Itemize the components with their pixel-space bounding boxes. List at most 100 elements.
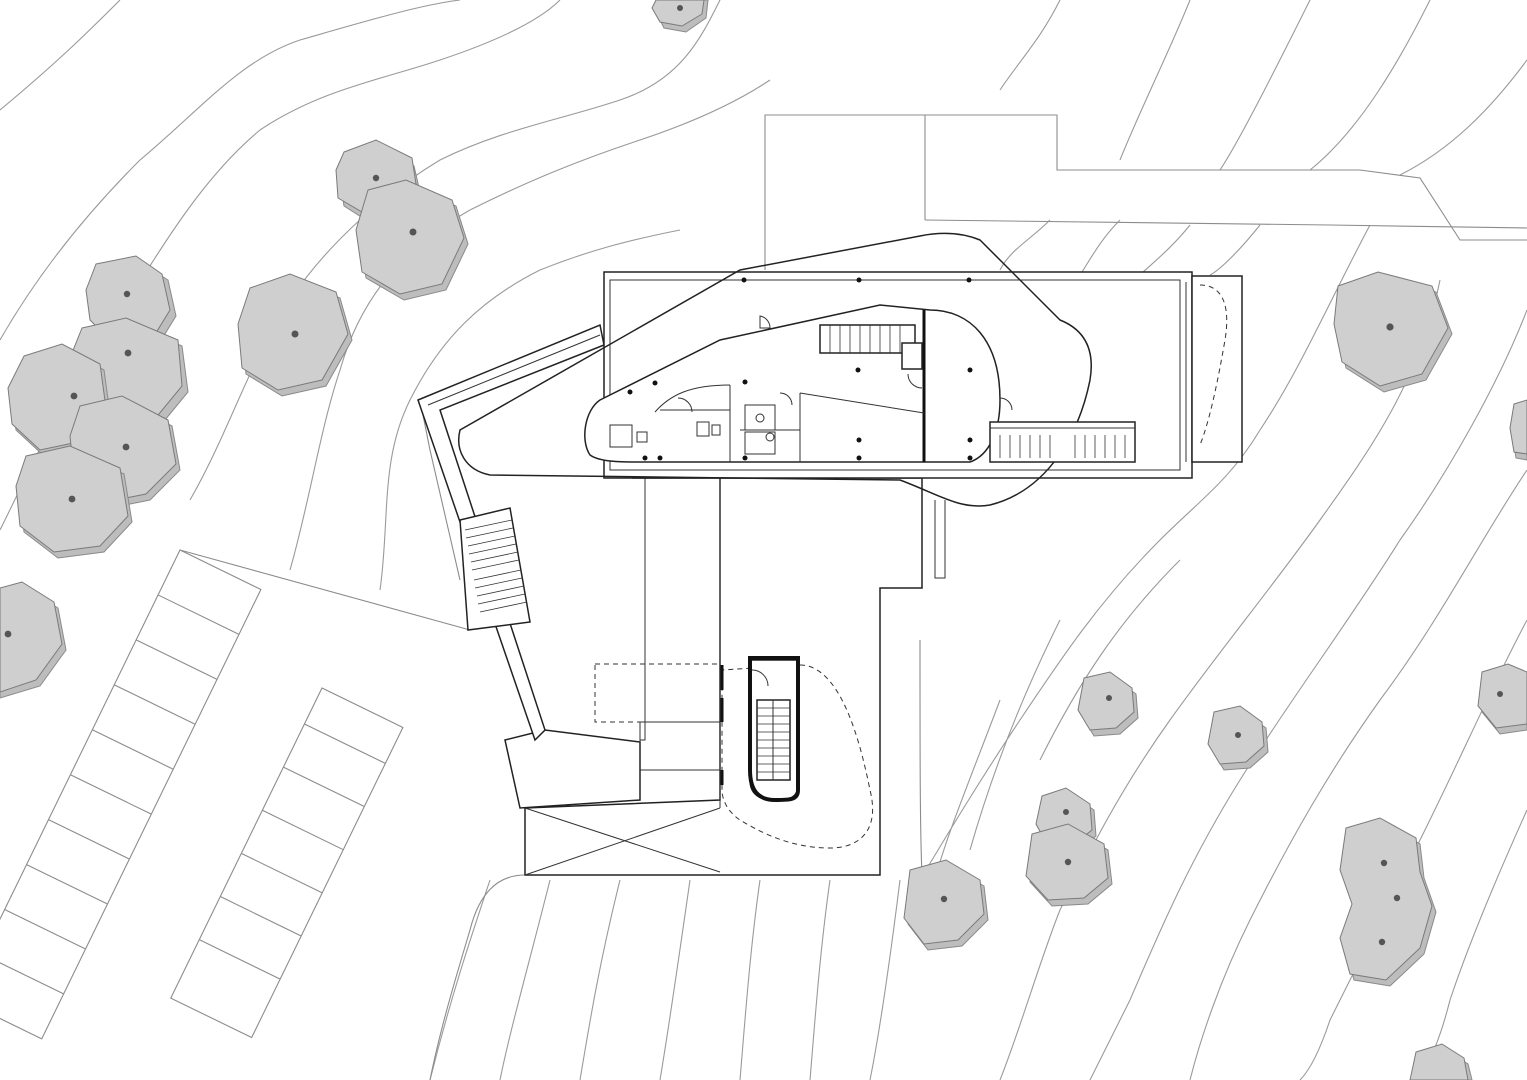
exterior-stair (459, 507, 531, 631)
lower-path-edge (919, 639, 923, 876)
core-stair-treads (757, 707, 790, 773)
tree (0, 581, 67, 699)
column (642, 455, 648, 461)
parking-stall-line (70, 774, 152, 815)
door-swing (677, 397, 693, 413)
toilet-fixture (755, 413, 765, 423)
canopy-outline (594, 663, 721, 723)
column (966, 277, 972, 283)
door-swing (759, 315, 771, 329)
plot-boundary (179, 549, 471, 631)
stair-core (720, 656, 874, 849)
parking-stall-line (0, 953, 64, 995)
access-road-edge (764, 114, 926, 270)
core-canopy (721, 664, 874, 849)
toilet-stall (744, 431, 776, 455)
parking-stall-line (135, 639, 218, 680)
access-road-edge (925, 114, 1527, 241)
column (967, 367, 973, 373)
tree (651, 0, 709, 33)
toilet-stall (744, 404, 776, 431)
contour-line (659, 879, 691, 1080)
door-swing (779, 392, 793, 406)
access-road-edge (924, 219, 1527, 229)
podium-inner-edge (639, 478, 720, 771)
cabinet (636, 431, 648, 443)
cabinet (609, 424, 633, 448)
column (856, 455, 862, 461)
wing-outline (417, 323, 605, 742)
tree (1409, 1043, 1473, 1080)
contour-line (809, 879, 831, 1080)
parking-stall-line (114, 684, 196, 725)
desk (696, 421, 710, 437)
building-podium (504, 477, 946, 876)
parking-area-left (0, 549, 262, 1040)
exterior-stair-treads (464, 519, 528, 613)
east-deck-canopy (1199, 284, 1228, 446)
column (742, 455, 748, 461)
contour-line (869, 879, 901, 1080)
contour-line (1189, 469, 1527, 1080)
contour-line (379, 229, 681, 591)
tree (355, 179, 469, 301)
column (967, 437, 973, 443)
tree (1339, 817, 1437, 987)
parking-stall-line (157, 594, 240, 635)
column (627, 389, 633, 395)
column (855, 367, 861, 373)
wing-inner-edge (427, 334, 601, 406)
contour-line (579, 879, 621, 1080)
contour-line (0, 0, 121, 111)
core-wall (748, 656, 800, 803)
column (856, 277, 862, 283)
podium-diagonal (524, 807, 721, 876)
entrance-ramp (504, 729, 641, 809)
bridge-stair (989, 421, 1136, 463)
contour-line (739, 879, 761, 1080)
parking-stall-line (283, 766, 365, 808)
parking-stall-line (48, 819, 130, 860)
tree (1477, 663, 1527, 735)
column (967, 455, 973, 461)
parking-stall-line (262, 809, 344, 851)
contour-line (499, 879, 551, 1080)
contour-line (429, 879, 491, 1080)
contour-line (1209, 224, 1261, 276)
parking-stall-line (220, 896, 302, 937)
diagonal-wing (417, 323, 605, 742)
podium-bay (639, 721, 721, 771)
parking-area-right (170, 687, 404, 1039)
column (741, 277, 747, 283)
contour-line (1309, 0, 1431, 171)
bridge-stair-treads (999, 435, 1126, 458)
door-swing (907, 373, 923, 389)
tree (1207, 705, 1269, 771)
contour-line (1119, 0, 1191, 161)
contour-line (1079, 219, 1121, 276)
site-boundaries (179, 114, 1527, 1080)
column (652, 380, 658, 386)
tree (1333, 271, 1453, 393)
contour-line (999, 279, 1441, 1080)
parking-stall-line (241, 852, 323, 894)
column (657, 455, 663, 461)
interior-stair (819, 324, 916, 354)
tree (15, 445, 133, 559)
parking-stall-line (304, 723, 386, 764)
column (856, 437, 862, 443)
contour-line (0, 0, 461, 341)
contour-line (1399, 59, 1527, 176)
parking-stall-line (92, 729, 174, 770)
main-pavilion (458, 232, 1243, 507)
desk (711, 424, 721, 436)
door-swing (999, 397, 1013, 411)
contour-line (999, 219, 1051, 271)
contour-line (969, 619, 1061, 851)
contour-line (1219, 0, 1311, 171)
podium-diagonal (524, 807, 721, 873)
tree (1509, 399, 1527, 461)
tree (903, 859, 989, 951)
tree (237, 273, 353, 397)
